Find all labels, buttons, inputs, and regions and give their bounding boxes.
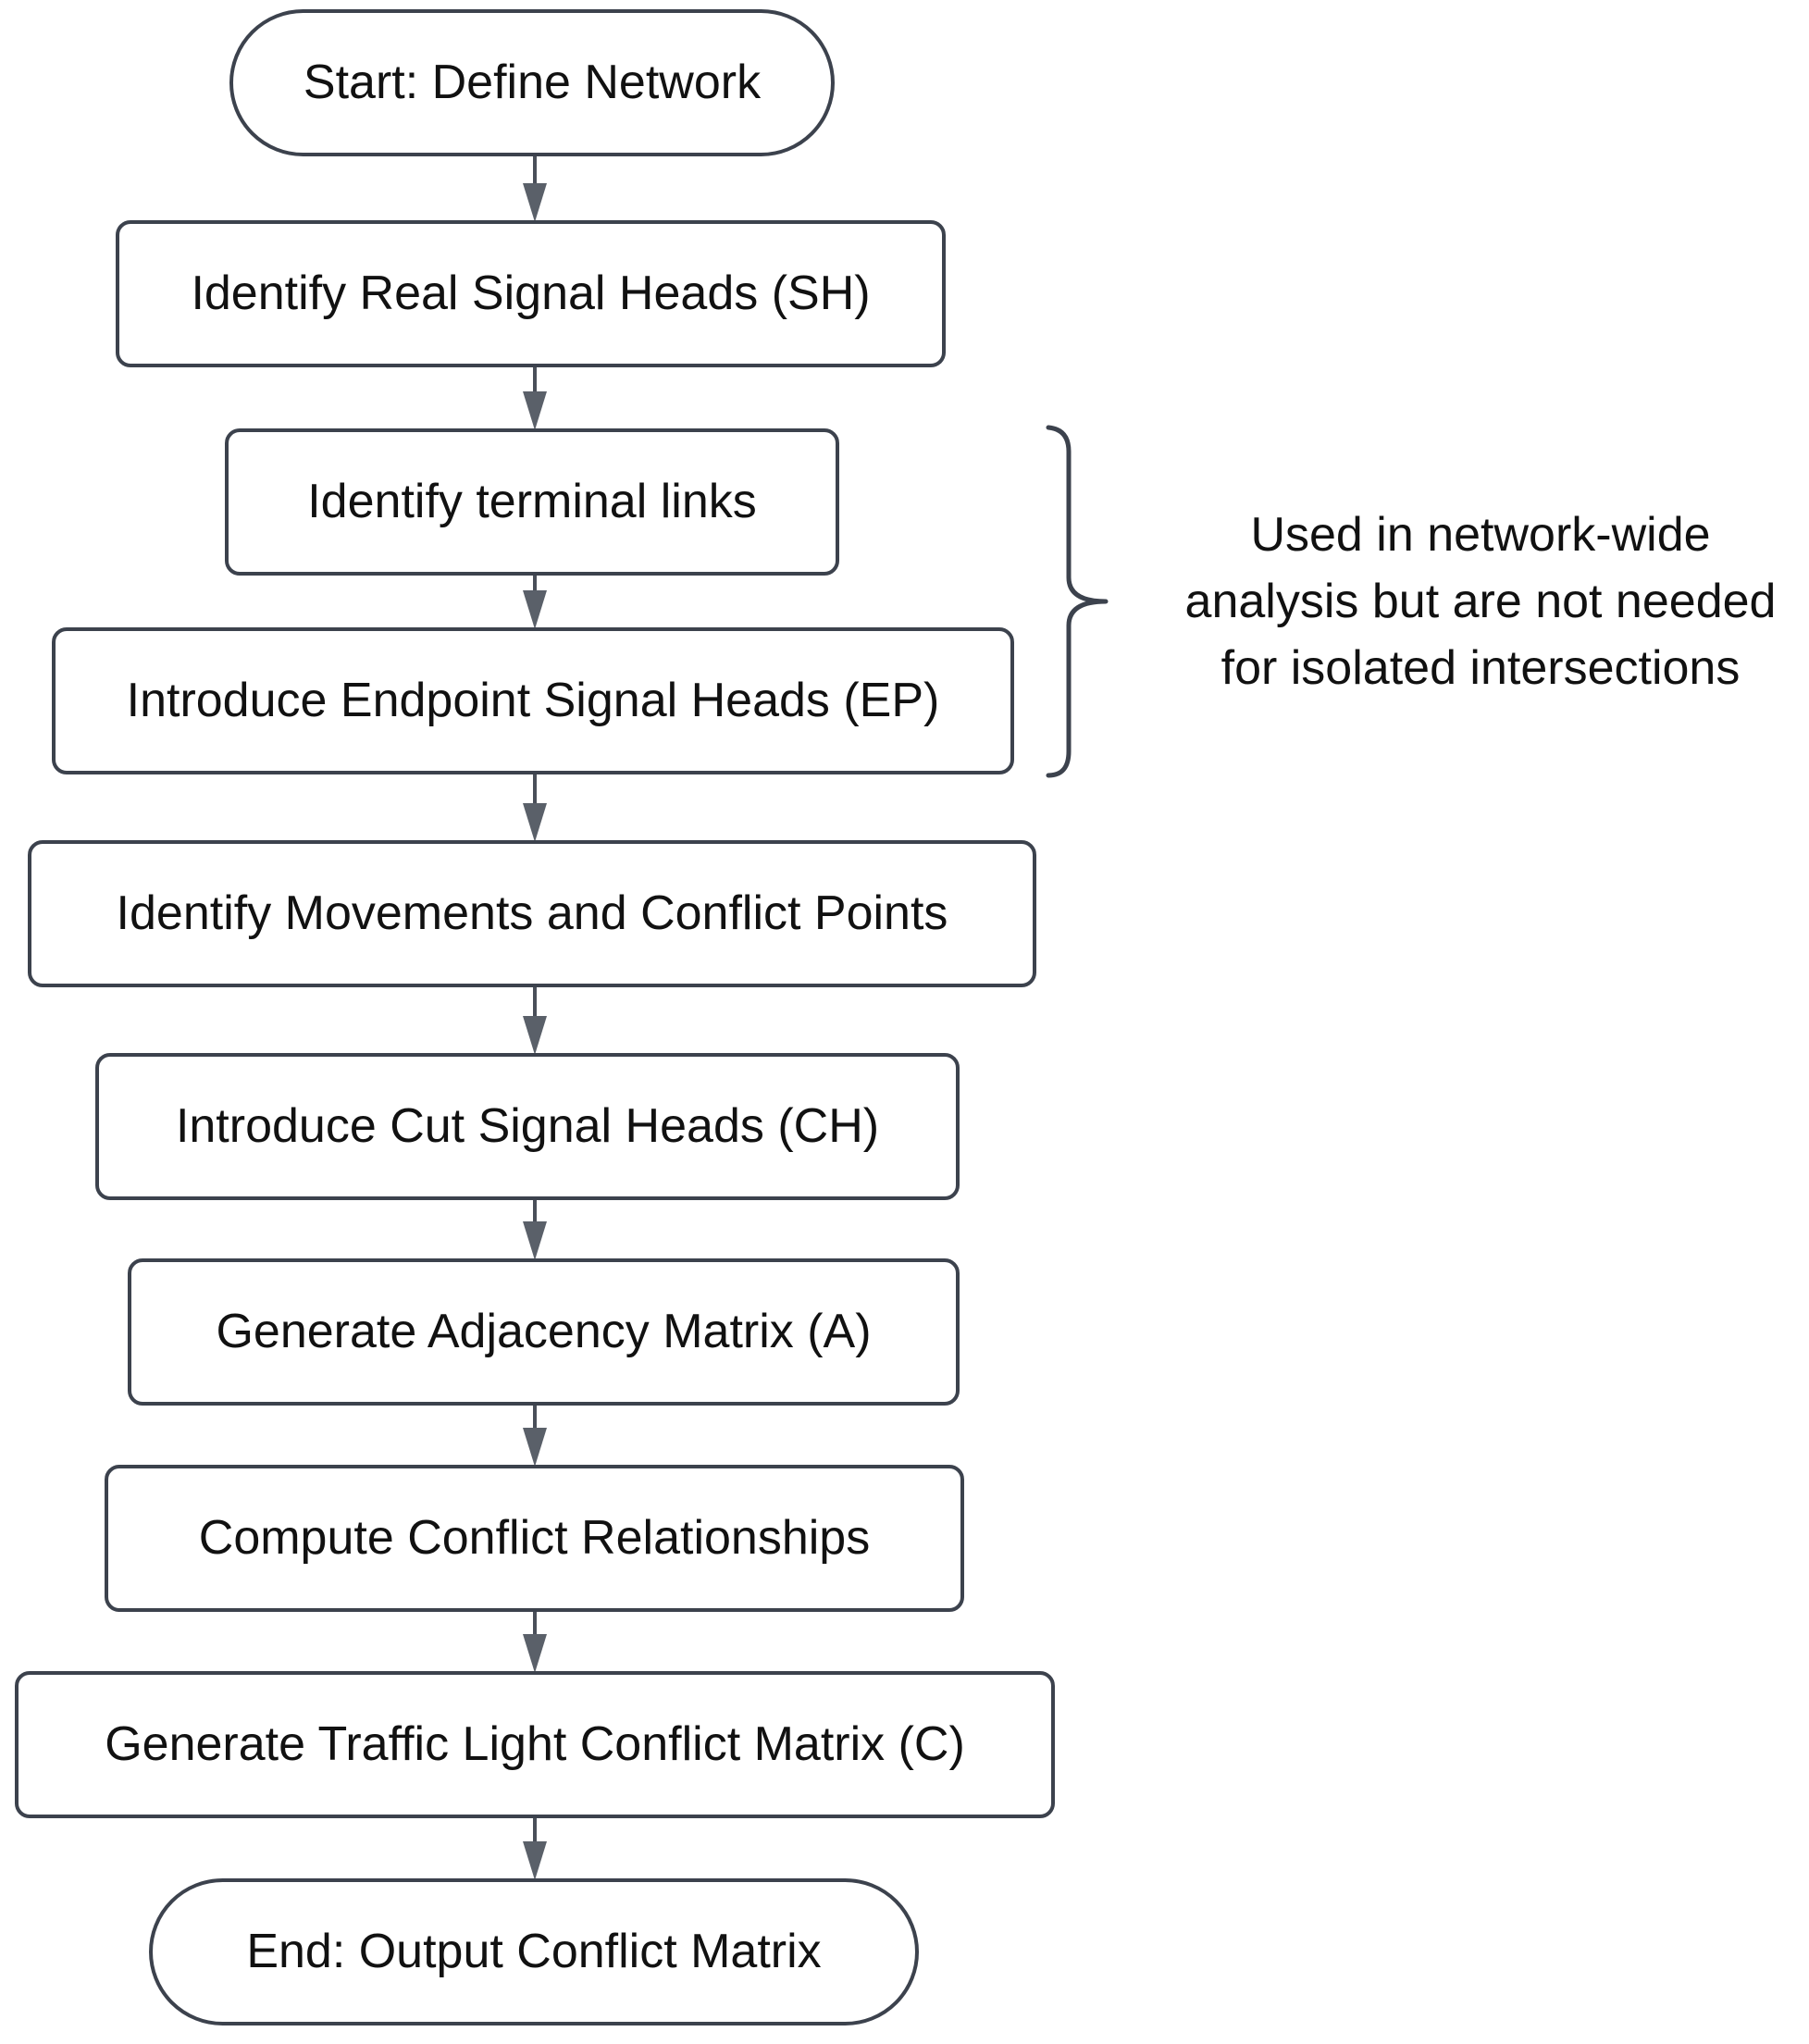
arrowhead-icon	[523, 803, 547, 842]
arrowhead-icon	[523, 590, 547, 629]
node-end[interactable]: End: Output Conflict Matrix	[149, 1878, 919, 2025]
node-shape-rounded-rect	[116, 220, 946, 367]
arrowhead-icon	[523, 1841, 547, 1880]
edge-movements_conflict_points-to-cut_signal_heads	[523, 985, 547, 1055]
node-cut_signal_heads[interactable]: Introduce Cut Signal Heads (CH)	[95, 1053, 960, 1200]
node-start[interactable]: Start: Define Network	[229, 9, 835, 156]
node-label: Identify Movements and Conflict Points	[117, 886, 948, 940]
edge-real_signal_heads-to-terminal_links	[523, 365, 547, 430]
node-endpoint_signal_heads[interactable]: Introduce Endpoint Signal Heads (EP)	[52, 627, 1014, 774]
node-shape-rounded-rect	[128, 1258, 960, 1406]
node-label: Generate Adjacency Matrix (A)	[216, 1305, 871, 1358]
edge-adjacency_matrix-to-conflict_relationships	[523, 1404, 547, 1467]
annotation-group: Used in network-wide analysis but are not…	[1046, 425, 1777, 778]
node-label: Generate Traffic Light Conflict Matrix (…	[105, 1717, 965, 1771]
node-label: Introduce Endpoint Signal Heads (EP)	[127, 674, 940, 727]
node-shape-rounded-rect	[28, 840, 1036, 987]
node-conflict_matrix[interactable]: Generate Traffic Light Conflict Matrix (…	[15, 1671, 1055, 1818]
node-shape-rounded-rect	[105, 1465, 964, 1612]
edge-start-to-real_signal_heads	[523, 155, 547, 222]
node-shape-rounded-rect	[95, 1053, 960, 1200]
node-shape-stadium	[149, 1878, 919, 2025]
node-real_signal_heads[interactable]: Identify Real Signal Heads (SH)	[116, 220, 946, 367]
arrowhead-icon	[523, 183, 547, 222]
node-label: End: Output Conflict Matrix	[246, 1925, 821, 1978]
curly-brace-icon	[1046, 425, 1109, 778]
node-terminal_links[interactable]: Identify terminal links	[225, 428, 839, 576]
edge-conflict_relationships-to-conflict_matrix	[523, 1610, 547, 1673]
arrowhead-icon	[523, 1428, 547, 1467]
arrowhead-icon	[523, 391, 547, 430]
annotation-line: Used in network-wide	[1250, 508, 1710, 562]
node-adjacency_matrix[interactable]: Generate Adjacency Matrix (A)	[128, 1258, 960, 1406]
node-shape-rounded-rect	[15, 1671, 1055, 1818]
node-label: Identify terminal links	[307, 475, 757, 528]
node-conflict_relationships[interactable]: Compute Conflict Relationships	[105, 1465, 964, 1612]
node-shape-rounded-rect	[52, 627, 1014, 774]
arrowhead-icon	[523, 1016, 547, 1055]
node-label: Compute Conflict Relationships	[199, 1511, 870, 1565]
arrowhead-icon	[523, 1221, 547, 1260]
node-label: Introduce Cut Signal Heads (CH)	[176, 1099, 879, 1153]
annotation-line: analysis but are not needed	[1185, 575, 1777, 628]
edge-cut_signal_heads-to-adjacency_matrix	[523, 1198, 547, 1260]
node-shape-stadium	[229, 9, 835, 156]
edge-endpoint_signal_heads-to-movements_conflict_points	[523, 773, 547, 842]
node-movements_conflict_points[interactable]: Identify Movements and Conflict Points	[28, 840, 1036, 987]
node-shape-rounded-rect	[225, 428, 839, 576]
node-label: Start: Define Network	[304, 56, 762, 109]
node-label: Identify Real Signal Heads (SH)	[191, 266, 870, 320]
arrowhead-icon	[523, 1634, 547, 1673]
edge-conflict_matrix-to-end	[523, 1816, 547, 1880]
edge-terminal_links-to-endpoint_signal_heads	[523, 574, 547, 629]
annotation-line: for isolated intersections	[1221, 641, 1741, 695]
edges-layer	[523, 155, 547, 1880]
